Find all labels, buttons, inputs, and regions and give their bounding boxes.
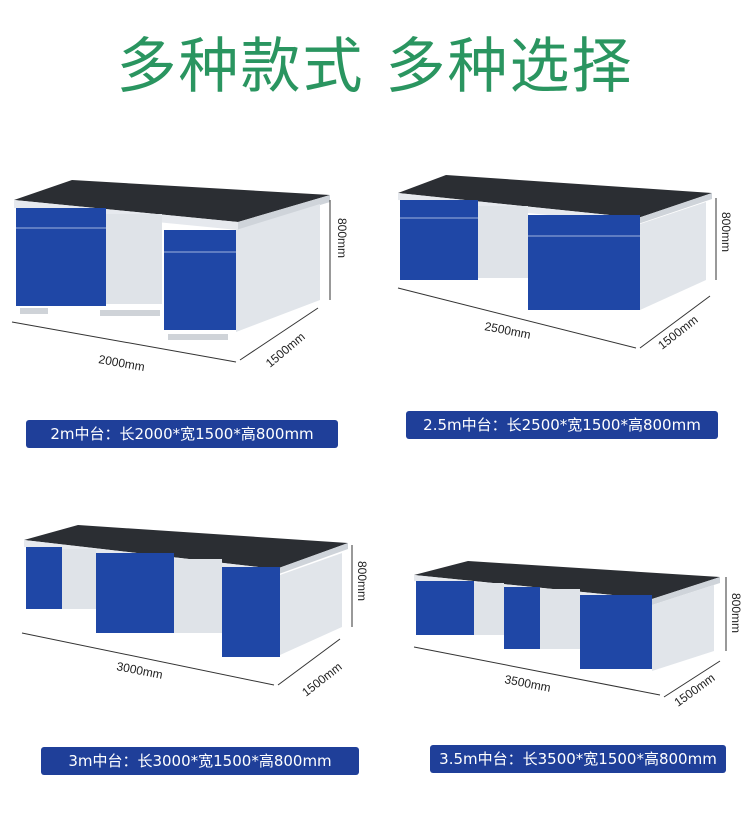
product-panel-2m: 2000mm 1500mm 800mm	[0, 160, 375, 380]
product-panel-2-5m: 2500mm 1500mm 800mm	[380, 160, 750, 390]
product-panel-3m: 3000mm 1500mm 800mm	[0, 515, 375, 715]
spec-label-3-5m: 3.5m中台：长3500*宽1500*高800mm	[430, 745, 726, 773]
lab-bench-2-5m-illustration: 2500mm 1500mm 800mm	[397, 175, 733, 353]
width-label: 1500mm	[299, 660, 344, 700]
height-label: 800mm	[355, 561, 369, 601]
height-label: 800mm	[335, 218, 349, 258]
width-label: 1500mm	[655, 313, 700, 353]
spec-label-3m: 3m中台：长3000*宽1500*高800mm	[41, 747, 359, 775]
spec-label-2-5m: 2.5m中台：长2500*宽1500*高800mm	[406, 411, 718, 439]
page-title: 多种款式 多种选择	[116, 32, 634, 102]
length-label: 2000mm	[97, 352, 145, 374]
length-label: 3000mm	[115, 659, 164, 682]
lab-bench-3m-illustration: 3000mm 1500mm 800mm	[21, 525, 369, 700]
length-label: 2500mm	[483, 319, 532, 342]
lab-bench-3-5m-illustration: 3500mm 1500mm 800mm	[413, 561, 743, 710]
length-label: 3500mm	[503, 672, 552, 695]
width-label: 1500mm	[672, 671, 718, 710]
width-label: 1500mm	[263, 330, 308, 371]
height-label: 800mm	[729, 593, 743, 633]
product-panel-3-5m: 3500mm 1500mm 800mm	[380, 555, 750, 725]
lab-bench-2m-illustration: 2000mm 1500mm 800mm	[11, 180, 349, 374]
height-label: 800mm	[719, 212, 733, 252]
spec-label-2m: 2m中台：长2000*宽1500*高800mm	[26, 420, 338, 448]
